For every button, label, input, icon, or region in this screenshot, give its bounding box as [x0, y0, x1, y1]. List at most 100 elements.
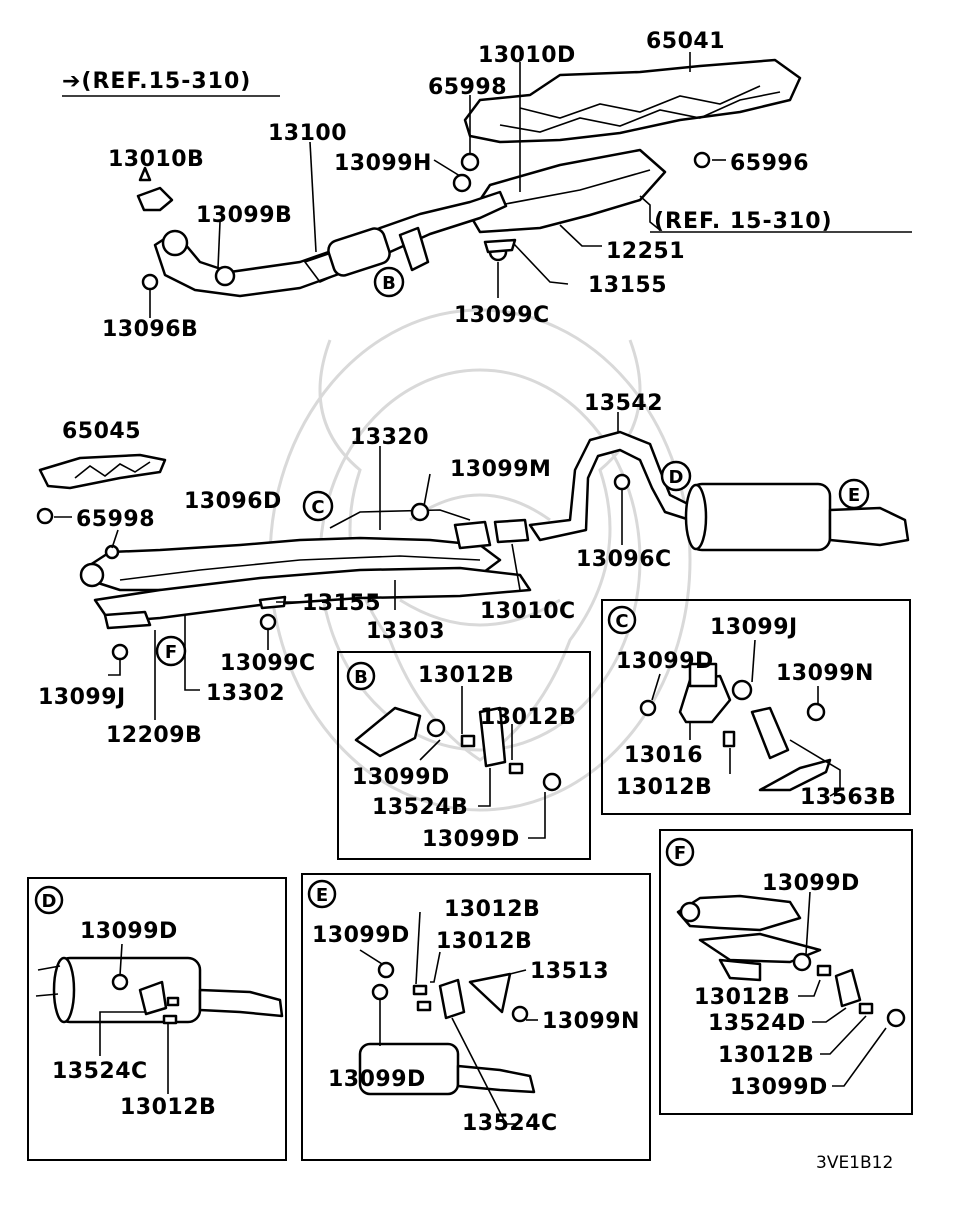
detail-f-bolt-2 — [886, 1008, 906, 1028]
front-pipe-13100 — [153, 190, 508, 298]
label-13099B: 13099B — [196, 203, 292, 228]
detail-b-marker: B — [354, 667, 368, 688]
hanger-bracket-c — [453, 520, 492, 550]
nut-13096B — [141, 273, 159, 291]
detail-box-e: E 13012B 13099D 13012B 13513 13099N 1309… — [301, 873, 651, 1161]
detail-e-bolt-2 — [371, 983, 389, 1001]
detail-d-muffler-cap — [52, 956, 76, 1024]
bolt-13099B — [214, 265, 236, 287]
label-13099M: 13099M — [450, 457, 551, 482]
svg-text:F: F — [165, 642, 177, 663]
bolt-65998-b — [36, 507, 54, 525]
detail-e-bracket-13513 — [468, 972, 512, 1014]
detail-b-label-13099D-2: 13099D — [422, 827, 520, 852]
gasket-13155-b — [258, 595, 287, 610]
detail-d-hanger — [138, 980, 168, 1016]
label-13010B: 13010B — [108, 147, 204, 172]
svg-text:C: C — [311, 497, 324, 518]
detail-e-marker: E — [316, 885, 328, 906]
bolt-13099J — [111, 643, 129, 661]
detail-d-bushing — [166, 996, 180, 1007]
detail-b-bushing — [460, 734, 476, 748]
detail-box-b: B 13012B 13012B 13099D 13524B 13099D — [337, 651, 591, 860]
detail-e-bushing — [412, 984, 428, 996]
bolt-65998 — [460, 152, 480, 172]
detail-f-label-13099D-2: 13099D — [730, 1075, 828, 1100]
muffler-end-cap — [684, 483, 708, 551]
heat-protector-65041 — [463, 58, 802, 144]
label-13302: 13302 — [206, 681, 285, 706]
detail-d-label-13012B: 13012B — [120, 1095, 216, 1120]
arrow-up-icon — [138, 166, 152, 182]
pipe-flange — [161, 229, 189, 257]
hanger-bracket — [398, 226, 430, 272]
label-13303: 13303 — [366, 619, 445, 644]
detail-b-label-13012B-2: 13012B — [480, 705, 576, 730]
detail-b-rubber-hanger — [478, 706, 507, 768]
detail-c-label-13563B: 13563B — [800, 785, 896, 810]
detail-d-bolt — [111, 973, 129, 991]
label-12251: 12251 — [606, 239, 685, 264]
marker-d: D — [660, 460, 692, 492]
detail-e-tail-pipe — [456, 1064, 536, 1094]
bolt-13099C-b — [259, 613, 277, 631]
nut-65996 — [693, 151, 711, 169]
detail-f-marker: F — [674, 843, 686, 864]
detail-box-d: D 13099D 13524C 13012B — [27, 877, 287, 1161]
front-pipe-catalyst-body — [327, 227, 391, 277]
detail-e-label-13099D-2: 13099D — [328, 1067, 426, 1092]
label-13096C: 13096C — [576, 547, 672, 572]
leader-lines-middle — [54, 412, 623, 720]
label-13155-b: 13155 — [302, 591, 381, 616]
detail-b-bolt-2 — [542, 772, 562, 792]
detail-e-label-13099N: 13099N — [542, 1009, 640, 1034]
reference-right: (REF. 15-310) — [654, 209, 833, 234]
label-13010C: 13010C — [480, 599, 576, 624]
label-13099C-b: 13099C — [220, 651, 316, 676]
detail-c-bolt-n — [806, 702, 826, 722]
label-13099J: 13099J — [38, 685, 126, 710]
detail-b-label-13524B: 13524B — [372, 795, 468, 820]
detail-b-label-13012B: 13012B — [418, 663, 514, 688]
detail-e-bushing-2 — [416, 1000, 432, 1012]
main-muffler — [688, 482, 832, 552]
detail-e-bolt-n — [511, 1005, 529, 1023]
detail-c-bolt-j — [731, 679, 753, 701]
detail-c-hanger-13563B — [750, 706, 790, 760]
detail-c-label-13016: 13016 — [624, 743, 703, 768]
label-65041: 65041 — [646, 29, 725, 54]
marker-c: C — [302, 490, 334, 522]
label-13096B: 13096B — [102, 317, 198, 342]
detail-b-label-13099D: 13099D — [352, 765, 450, 790]
detail-e-label-13099D: 13099D — [312, 923, 410, 948]
detail-b-bushing-2 — [508, 762, 524, 775]
center-pipe-flange — [79, 562, 105, 588]
detail-f-label-13524D: 13524D — [708, 1011, 806, 1036]
heat-protector-13303 — [93, 566, 532, 624]
detail-c-plate — [758, 758, 832, 792]
detail-box-c: C 13099J 13099D 13099N 13016 13012B 1356… — [601, 599, 911, 815]
marker-f: F — [155, 635, 187, 667]
detail-e-label-13012B: 13012B — [444, 897, 540, 922]
watermark-emblem — [268, 308, 692, 812]
svg-text:B: B — [382, 273, 396, 294]
muffler-tail-outlet — [828, 506, 910, 547]
detail-f-pipe — [676, 894, 802, 932]
gasket-13010C — [493, 518, 530, 544]
detail-f-label-13012B: 13012B — [694, 985, 790, 1010]
label-13320: 13320 — [350, 425, 429, 450]
detail-e-label-13012B-2: 13012B — [436, 929, 532, 954]
diagram-code: 3VE1B12 — [816, 1153, 893, 1173]
detail-f-lower-bracket — [718, 958, 762, 982]
label-13542: 13542 — [584, 391, 663, 416]
detail-f-label-13012B-2: 13012B — [718, 1043, 814, 1068]
heat-protector-65045 — [38, 453, 167, 490]
detail-d-tail-pipe — [198, 988, 284, 1018]
detail-e-bolt — [377, 961, 395, 979]
detail-e-label-13524C: 13524C — [462, 1111, 558, 1136]
label-65998: 65998 — [428, 75, 507, 100]
label-65996: 65996 — [730, 151, 809, 176]
catalytic-converter-12251 — [468, 148, 667, 234]
